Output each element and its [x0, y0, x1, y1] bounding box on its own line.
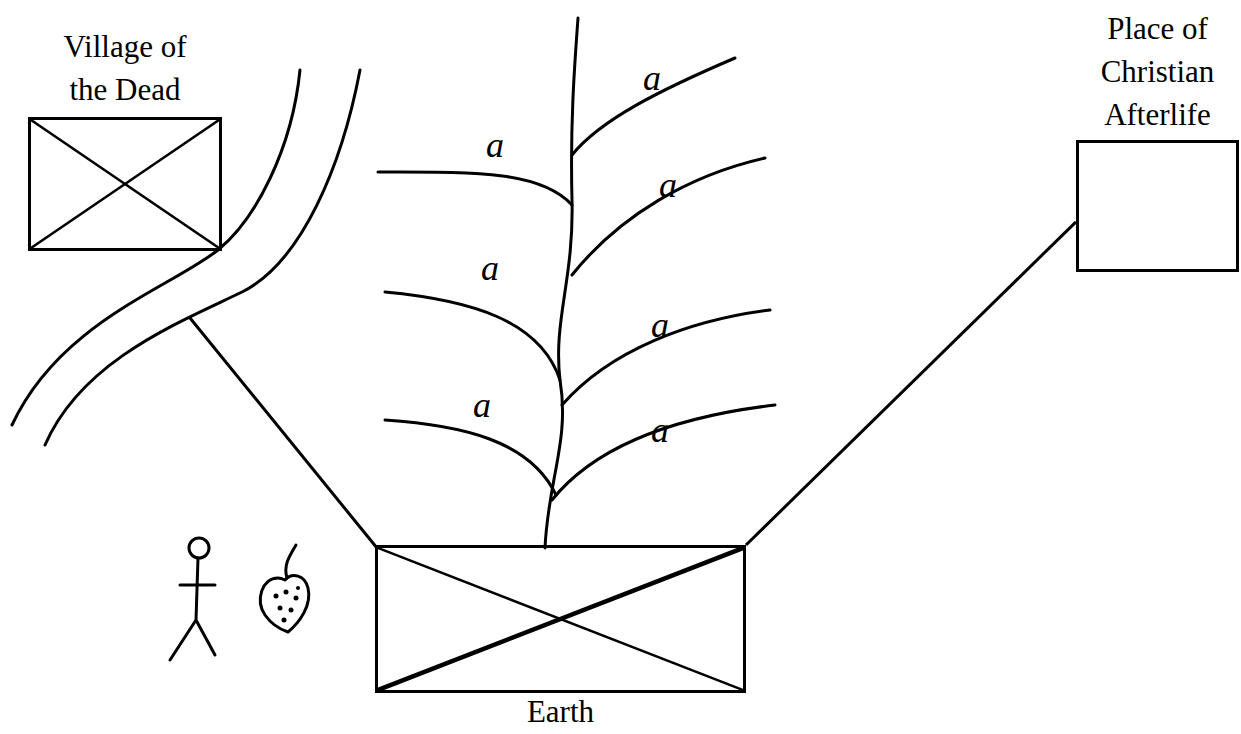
tree-letter: a [651, 410, 669, 450]
tree-branch [552, 405, 775, 500]
connector-line [746, 222, 1076, 545]
heart-shape [260, 576, 308, 632]
tree-letter: a [486, 125, 504, 165]
tree-trunk [545, 18, 578, 548]
tree-letter: a [651, 305, 669, 345]
region-label: Place of Christian Afterlife [1088, 7, 1228, 136]
tree-branch [572, 58, 735, 155]
tree-letter: a [481, 248, 499, 288]
tree-letter: a [643, 58, 661, 98]
tree-letter: a [473, 385, 491, 425]
tree-branch [572, 158, 765, 275]
region-label: Village of the Dead [50, 25, 200, 111]
heart-stem [286, 545, 296, 578]
person-head [189, 538, 209, 558]
tree-branch [385, 420, 556, 495]
tree-branch [385, 292, 560, 380]
region-label: Earth [461, 695, 661, 729]
tree-letter: a [659, 165, 677, 205]
river-bank [12, 70, 300, 425]
region-box: Village of the Dead [28, 117, 222, 251]
heart-dots [274, 586, 301, 623]
box-cross [378, 548, 743, 690]
tree-branch [378, 172, 572, 205]
region-box: Earth [375, 545, 746, 693]
river-bank [45, 70, 360, 445]
path-line [190, 318, 377, 548]
box-cross [31, 120, 219, 248]
person-body [170, 558, 215, 660]
region-box: Place of Christian Afterlife [1076, 140, 1239, 272]
